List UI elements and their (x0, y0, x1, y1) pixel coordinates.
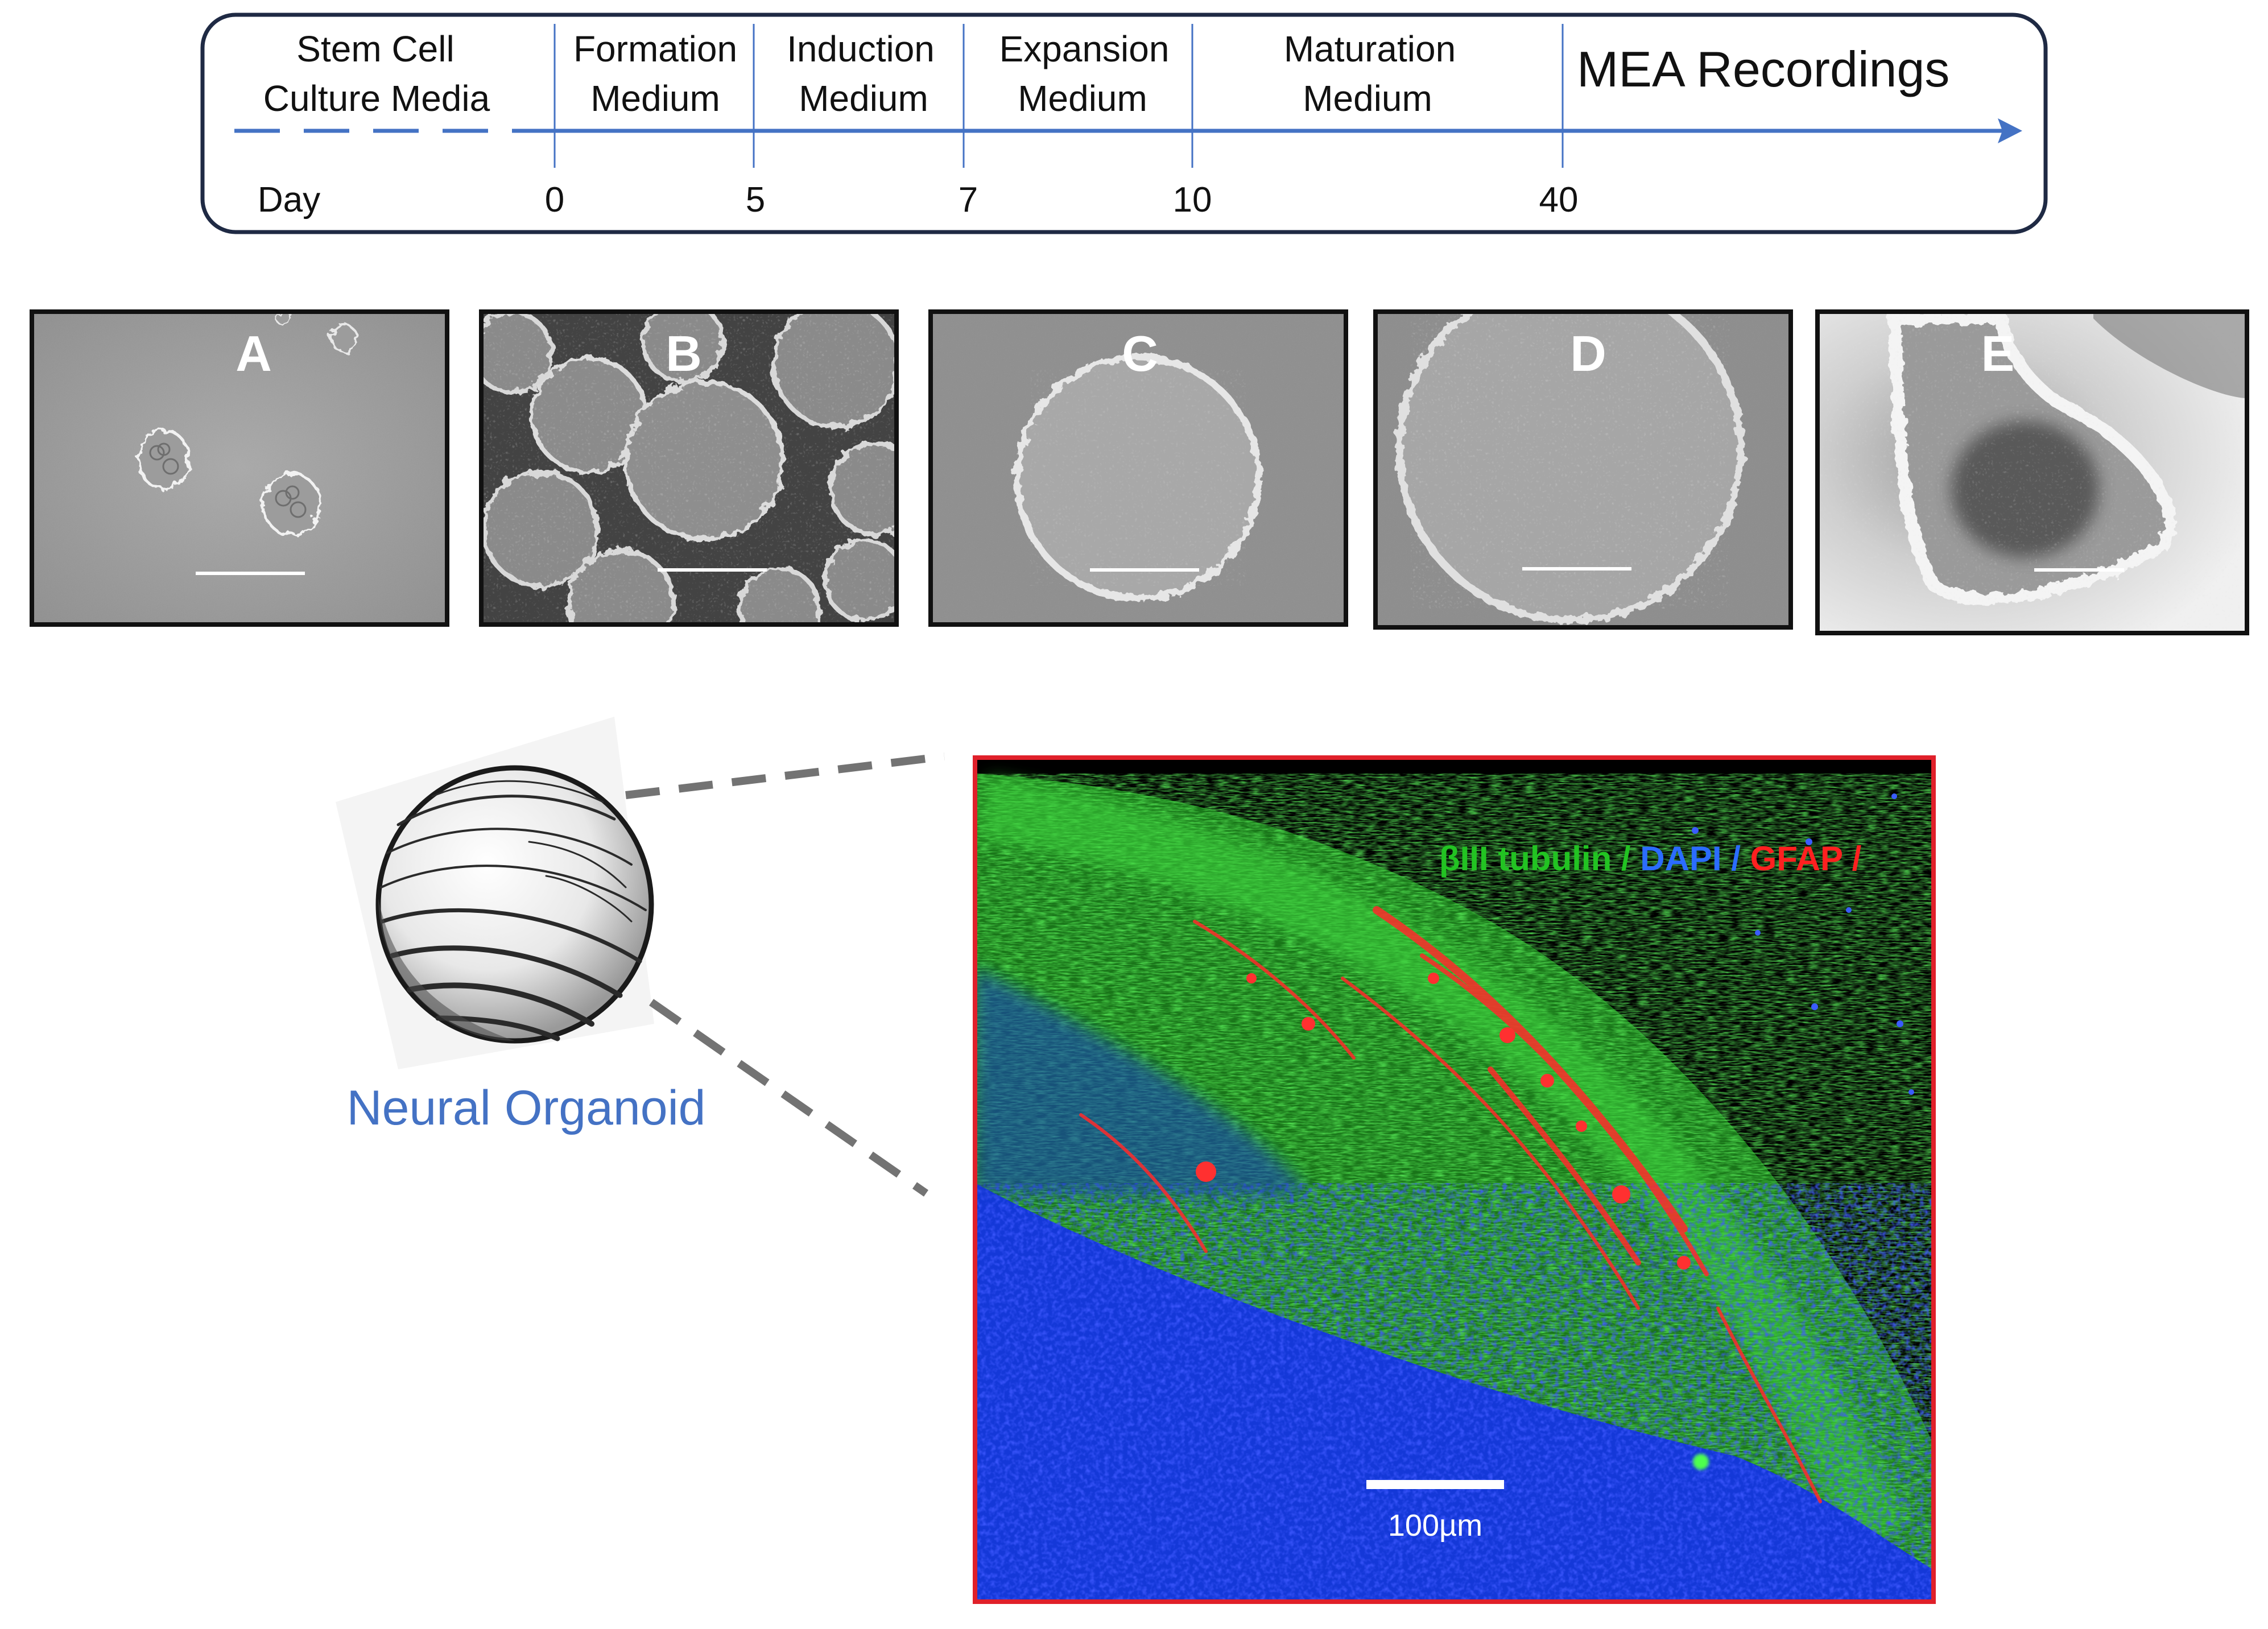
day-value-0: 0 (545, 180, 564, 220)
segment-expansion-line2: Medium (1018, 78, 1147, 119)
timeline-frame (200, 13, 2048, 234)
segment-formation-line1: Formation (573, 28, 737, 69)
segment-expansion-line1: Expansion (999, 28, 1170, 69)
segment-stemcell-line1: Stem Cell (296, 28, 454, 69)
micrograph-panel-c (931, 312, 1346, 625)
panel-label-a: A (236, 325, 272, 382)
day-value-10: 10 (1173, 180, 1212, 220)
day-value-7: 7 (959, 180, 978, 220)
legend-beta-tubulin: βIII tubulin (1439, 840, 1612, 878)
panel-b-border (479, 309, 899, 627)
segment-maturation-line1: Maturation (1284, 28, 1456, 69)
legend-dapi: DAPI (1640, 840, 1721, 878)
panel-label-b: B (666, 325, 702, 382)
fluorescence-border (973, 755, 1936, 1604)
panel-a-border (30, 309, 449, 627)
micrograph-panel-e (1817, 312, 2247, 633)
stain-legend: βIII tubulin / DAPI / GFAP / (1439, 840, 1862, 878)
legend-gfap: GFAP (1750, 840, 1843, 878)
panel-e-border (1815, 309, 2249, 635)
day-value-40: 40 (1539, 180, 1579, 220)
organoid-label: Neural Organoid (346, 1081, 705, 1135)
panel-d-border (1373, 309, 1793, 630)
segment-induction-line2: Medium (799, 78, 928, 119)
timeline-arrow-head (1998, 118, 2022, 143)
panel-label-e: E (1981, 325, 2015, 382)
segment-maturation-line2: Medium (1303, 78, 1432, 119)
panel-label-c: C (1122, 325, 1158, 382)
segment-induction-line1: Induction (787, 28, 935, 69)
fluorescence-scale-label: 100µm (1388, 1508, 1482, 1543)
zoom-line-bottom (649, 999, 928, 1197)
legend-sep-2: / (1722, 840, 1750, 878)
day-label: Day (258, 180, 320, 220)
final-stage-label: MEA Recordings (1577, 41, 1949, 97)
panel-c-border (928, 309, 1348, 627)
day-value-5: 5 (746, 180, 765, 220)
segment-stemcell-line2: Culture Media (263, 78, 490, 119)
organoid-sketch (336, 717, 654, 1069)
micrograph-panel-b (481, 312, 897, 625)
micrograph-panel-d (1375, 312, 1791, 627)
segment-formation-line2: Medium (590, 78, 720, 119)
fluorescence-image (975, 758, 1934, 1602)
legend-sep-3: / (1843, 840, 1862, 878)
zoom-line-top (625, 753, 945, 799)
legend-sep-1: / (1612, 840, 1640, 878)
panel-label-d: D (1570, 325, 1606, 382)
